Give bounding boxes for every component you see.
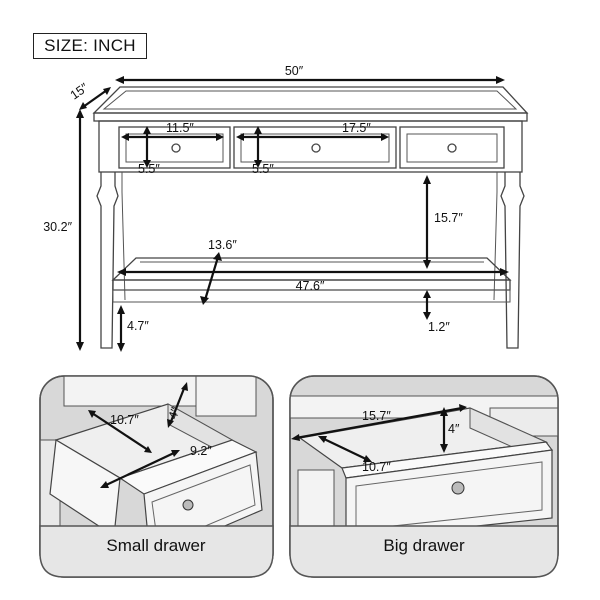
drawer-knob xyxy=(311,143,321,153)
big-drawer-caption: Big drawer xyxy=(383,536,465,555)
big-drawer-height-label: 4″ xyxy=(448,422,460,436)
big-drawer-panel: 15.7″ 4″ 10.7″ Big drawer xyxy=(289,375,559,578)
big-drawer-width-label: 17.5″ xyxy=(342,121,371,135)
small-drawer-width-label: 9.2″ xyxy=(190,444,212,458)
middle-drawer-height-label: 5.5″ xyxy=(252,162,274,176)
drawer-knob xyxy=(171,143,181,153)
drawer-knob xyxy=(182,499,194,511)
front-right-leg xyxy=(500,172,525,349)
depth-label: 15″ xyxy=(68,80,92,102)
drawer-knob xyxy=(451,481,465,495)
small-drawer-caption: Small drawer xyxy=(106,536,206,555)
left-drawer xyxy=(118,126,231,169)
drawer-knob xyxy=(447,143,457,153)
shelf-depth-label: 13.6″ xyxy=(208,238,237,252)
big-drawer-depth-label: 10.7″ xyxy=(362,460,391,474)
width-label: 50″ xyxy=(285,64,304,78)
right-drawer xyxy=(399,126,505,169)
big-drawer-front xyxy=(345,449,553,541)
shelf-width-label: 47.6″ xyxy=(296,279,325,293)
apron xyxy=(98,120,523,173)
lower-shelf xyxy=(111,257,512,281)
big-drawer-width-label: 15.7″ xyxy=(362,409,391,423)
small-drawer-panel: 10.7″ 4″ 9.2″ Small drawer xyxy=(39,375,274,578)
dimension-arrows xyxy=(76,76,509,352)
small-drawer-width-label: 11.5″ xyxy=(166,121,194,135)
height-label: 30.2″ xyxy=(43,220,72,234)
small-drawer-depth-label: 10.7″ xyxy=(110,413,139,427)
shelf-thickness-label: 1.2″ xyxy=(428,320,450,334)
back-left-leg xyxy=(121,172,126,301)
small-drawer-height-label: 4″ xyxy=(166,405,183,421)
table-top-edge xyxy=(93,112,528,122)
back-right-leg xyxy=(493,172,498,301)
leg-clearance-label: 4.7″ xyxy=(127,319,149,333)
front-left-leg xyxy=(96,172,119,349)
left-drawer-height-label: 5.5″ xyxy=(138,162,160,176)
size-unit-label: SIZE: INCH xyxy=(33,33,147,59)
middle-drawer xyxy=(233,126,397,169)
shelf-gap-label: 15.7″ xyxy=(434,211,463,225)
